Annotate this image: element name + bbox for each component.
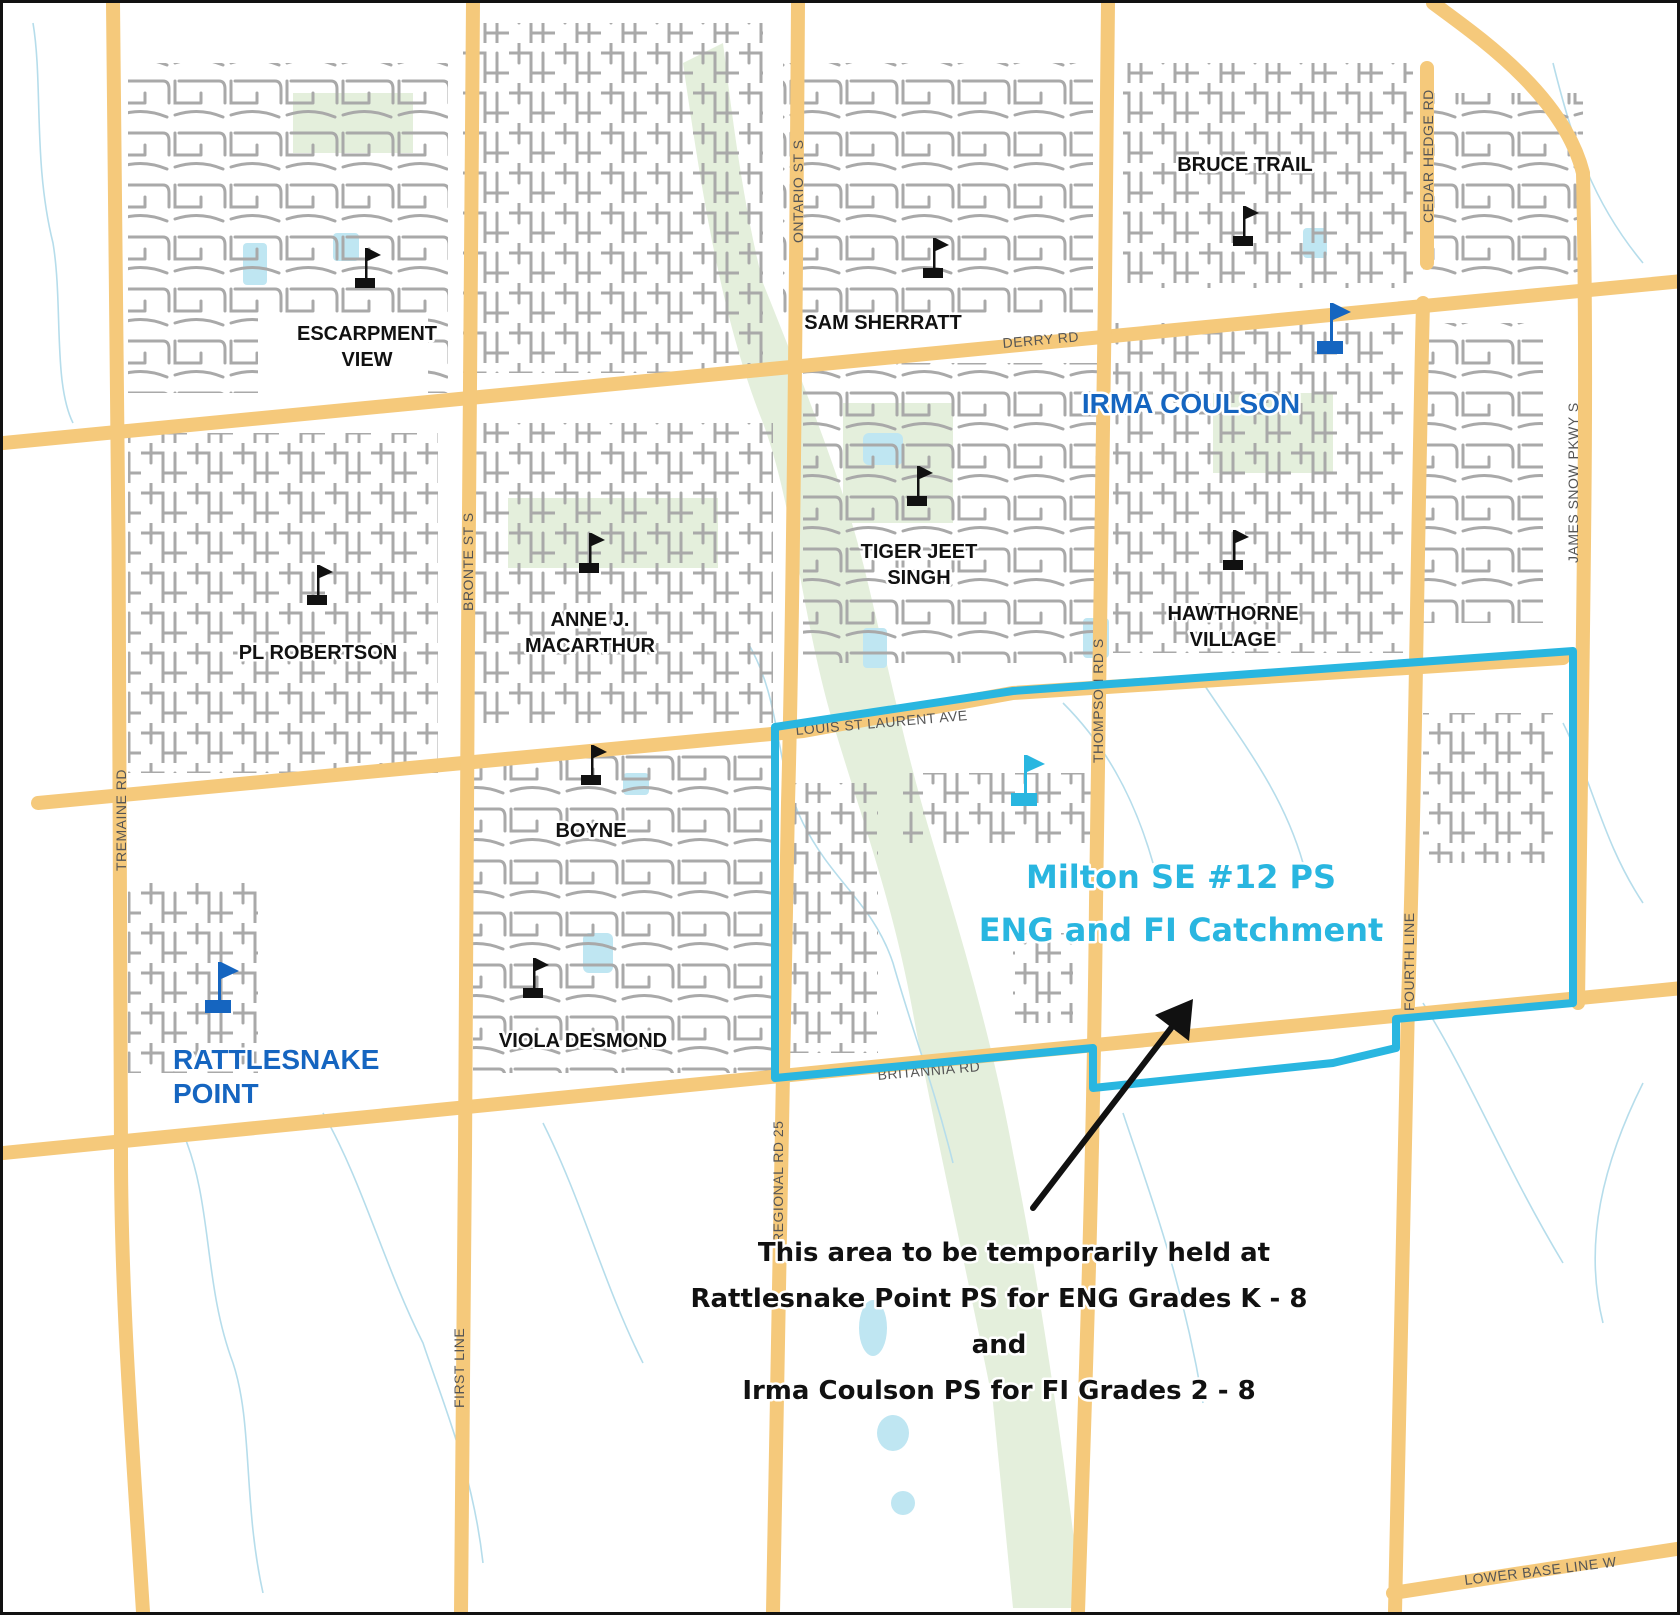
residential-streets (128, 23, 1583, 1073)
school-flag-icon[interactable] (923, 238, 949, 278)
school-flag-icon[interactable] (355, 248, 381, 288)
school-label-bruce-trail: BRUCE TRAIL (1177, 154, 1313, 176)
school-flag-icon[interactable] (307, 565, 333, 605)
school-label-rattlesnake-point-2: POINT (173, 1078, 259, 1109)
note-line-3: and (972, 1330, 1027, 1360)
note-line-1: This area to be temporarily held at (758, 1238, 1270, 1268)
road-label-james-snow: JAMES SNOW PKWY S (1565, 402, 1581, 563)
arrow-icon (1030, 999, 1193, 1211)
note-line-4: Irma Coulson PS for FI Grades 2 - 8 (742, 1376, 1255, 1406)
catchment-label: Milton SE #12 PS (1026, 858, 1336, 896)
school-label-viola-desmond: VIOLA DESMOND (499, 1030, 667, 1052)
school-flag-icon[interactable] (581, 745, 607, 785)
school-flag-icon[interactable] (1223, 530, 1249, 570)
school-label-escarpment-view: ESCARPMENT (297, 323, 437, 345)
road-label-derry: DERRY RD (1002, 328, 1080, 351)
road-label-first-line: FIRST LINE (451, 1328, 467, 1408)
school-label-tiger-jeet-singh-2: SINGH (887, 567, 950, 589)
school-flag-icon[interactable] (579, 533, 605, 573)
road-label-bronte: BRONTE ST S (460, 512, 476, 611)
school-label-hawthorne-village-2: VILLAGE (1190, 629, 1277, 651)
school-label-rattlesnake-point: RATTLESNAKE (173, 1044, 379, 1075)
school-flag-icon[interactable] (523, 958, 549, 998)
catchment-boundary (771, 647, 1577, 1092)
school-label-anne-j-macarthur-2: MACARTHUR (525, 635, 656, 657)
school-label-sam-sherratt: SAM SHERRATT (804, 312, 961, 334)
road-label-lower-base-line: LOWER BASE LINE W (1463, 1553, 1617, 1588)
school-flag-icon[interactable] (907, 466, 933, 506)
road-label-regional-25: REGIONAL RD 25 (770, 1121, 786, 1243)
road-label-cedar-hedge: CEDAR HEDGE RD (1420, 89, 1436, 223)
school-label-escarpment-view-2: VIEW (341, 349, 392, 371)
school-label-hawthorne-village: HAWTHORNE (1167, 603, 1298, 625)
road-label-thompson: THOMPSON RD S (1090, 638, 1106, 763)
school-label-boyne: BOYNE (555, 820, 626, 842)
map-canvas[interactable]: DERRY RD ONTARIO ST S CEDAR HEDGE RD JAM… (3, 3, 1677, 1612)
school-label-tiger-jeet-singh: TIGER JEET (861, 541, 978, 563)
catchment-label-2: ENG and FI Catchment (979, 911, 1384, 949)
school-label-irma-coulson: IRMA COULSON (1082, 388, 1300, 419)
arterial-roads (3, 3, 1677, 1612)
school-label-anne-j-macarthur: ANNE J. (551, 609, 630, 631)
holding-note: This area to be temporarily held at Ratt… (688, 1236, 1310, 1409)
school-flag-icon[interactable] (1317, 303, 1351, 354)
school-label-pl-robertson: PL ROBERTSON (239, 642, 398, 664)
school-flag-icon[interactable] (205, 962, 239, 1013)
road-label-ontario: ONTARIO ST S (790, 140, 806, 244)
note-line-2: Rattlesnake Point PS for ENG Grades K - … (690, 1284, 1307, 1314)
road-label-tremaine: TREMAINE RD (113, 769, 129, 871)
school-flag-icon[interactable] (1233, 206, 1259, 246)
school-flag-icon[interactable] (1011, 755, 1045, 806)
road-label-fourth-line: FOURTH LINE (1401, 912, 1417, 1011)
